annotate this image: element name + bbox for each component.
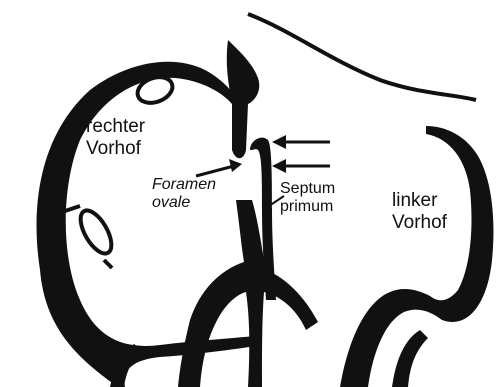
septum-stem bbox=[178, 200, 318, 387]
right-lower-vessel bbox=[392, 330, 428, 387]
right-atrium-label-line1: rechter bbox=[86, 116, 145, 138]
foramen-ovale-label-line1: Foramen bbox=[152, 176, 216, 194]
lower-oval-tail bbox=[104, 260, 112, 268]
lower-oval-opening bbox=[74, 206, 117, 259]
right-atrium-label: rechter Vorhof bbox=[86, 116, 145, 160]
right-atrium-label-line2: Vorhof bbox=[86, 138, 145, 160]
left-atrium-label-line1: linker bbox=[392, 190, 447, 212]
foramen-ovale-arrow-head bbox=[229, 159, 242, 172]
left-atrium-label-line2: Vorhof bbox=[392, 212, 447, 234]
arrow-lower-head bbox=[272, 159, 286, 173]
septum-primum-label-line1: Septum bbox=[280, 180, 335, 198]
arrow-upper-head bbox=[272, 135, 286, 149]
foramen-ovale-label-line2: ovale bbox=[152, 194, 216, 212]
left-atrium-label: linker Vorhof bbox=[392, 190, 447, 234]
septum-primum-label: Septum primum bbox=[280, 180, 335, 217]
foramen-ovale-label: Foramen ovale bbox=[152, 176, 216, 213]
right-atrium-wall bbox=[37, 62, 262, 387]
septum-primum-label-line2: primum bbox=[280, 198, 335, 216]
foramen-ovale-arrow bbox=[196, 166, 234, 176]
left-atrium-top-line bbox=[248, 14, 476, 100]
